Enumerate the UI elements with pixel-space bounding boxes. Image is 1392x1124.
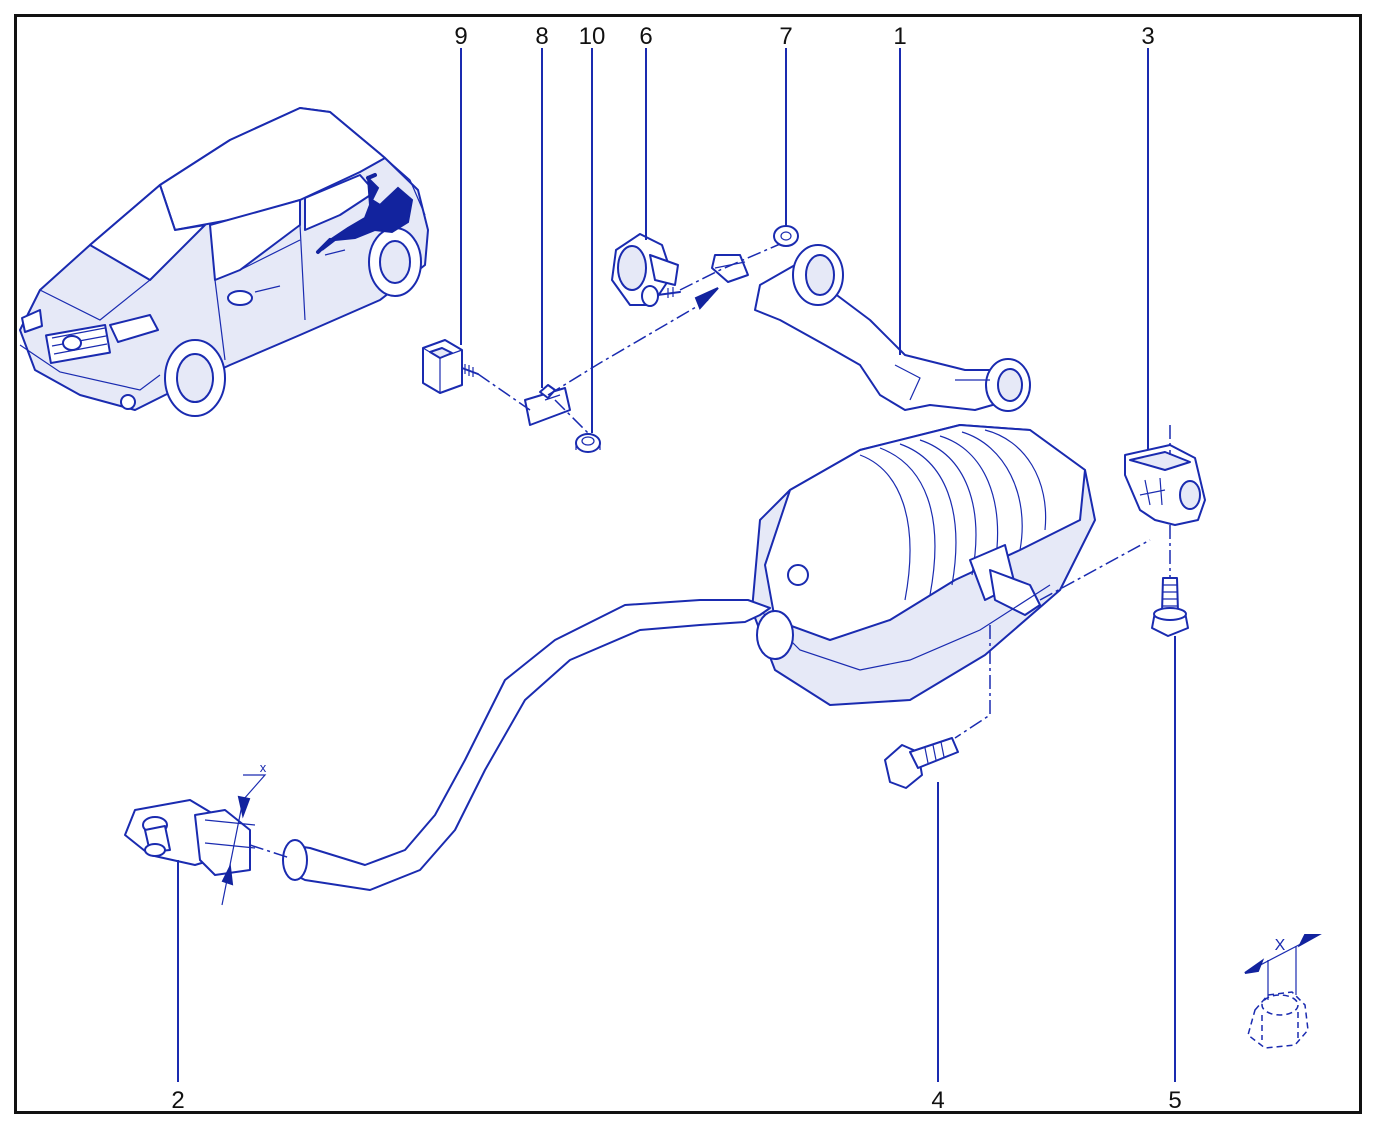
callout-1: 1 [893,23,906,50]
callout-7: 7 [779,23,792,50]
detail-dimension-x: X [1275,937,1286,954]
callout-6: 6 [639,23,652,50]
clamp-dimension: x [204,760,267,906]
part-5-bolt [1151,577,1189,637]
callout-numbers: 9 8 10 6 7 1 3 2 4 5 [171,23,1181,1114]
assembly-lines [249,243,1171,859]
detail-dimension: X [1244,934,1322,1049]
callout-3: 3 [1141,23,1154,50]
diagram-frame [14,14,1362,1114]
part-8-bracket [524,384,571,426]
callout-2: 2 [171,1087,184,1114]
part-10-nut [575,433,601,453]
part-2-clamp [124,799,251,876]
callout-9: 9 [454,23,467,50]
car-illustration [19,107,429,417]
callout-5: 5 [1168,1087,1181,1114]
callout-4: 4 [931,1087,944,1114]
clamp-dimension-x: x [260,760,267,775]
callout-8: 8 [535,23,548,50]
callout-10: 10 [579,23,606,50]
part-7-washer [773,225,799,247]
part-3-rubber-mount [1124,444,1206,526]
leader-lines [177,48,1176,1082]
part-4-bolt [884,737,959,789]
part-9-mounting-block [422,339,479,394]
part-1-muffler-assembly [282,244,1096,891]
part-6-hanger [611,233,681,307]
